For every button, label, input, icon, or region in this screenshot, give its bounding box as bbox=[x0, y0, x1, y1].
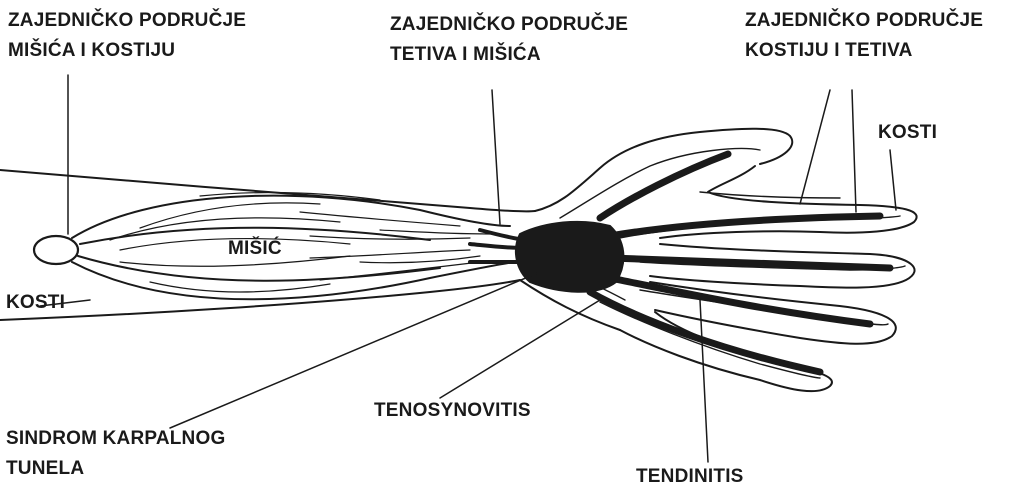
label-bones-right: KOSTI bbox=[878, 118, 937, 148]
label-bones-left: KOSTI bbox=[6, 288, 65, 318]
label-muscle-bone-junction-line1: ZAJEDNIČKO PODRUČJE bbox=[8, 6, 246, 36]
label-tendon-muscle-junction: ZAJEDNIČKO PODRUČJE TETIVA I MIŠIĆA bbox=[390, 10, 628, 70]
leader-bone-tendon-a bbox=[800, 90, 830, 204]
label-bone-tendon-junction-line2: KOSTIJU I TETIVA bbox=[745, 36, 983, 66]
label-tenosynovitis-text: TENOSYNOVITIS bbox=[374, 396, 531, 426]
leader-bone-tendon-b bbox=[852, 90, 856, 212]
label-carpal-tunnel-line1: SINDROM KARPALNOG bbox=[6, 424, 225, 454]
label-muscle-bone-junction-line2: MIŠIĆA I KOSTIJU bbox=[8, 36, 246, 66]
carpal-tunnel-mass bbox=[516, 222, 623, 292]
label-tendinitis: TENDINITIS bbox=[636, 462, 744, 492]
leader-tendinitis bbox=[700, 300, 708, 462]
label-muscle: MIŠIĆ bbox=[228, 234, 282, 264]
label-tenosynovitis: TENOSYNOVITIS bbox=[374, 396, 531, 426]
label-bone-tendon-junction: ZAJEDNIČKO PODRUČJE KOSTIJU I TETIVA bbox=[745, 6, 983, 66]
label-bone-tendon-junction-line1: ZAJEDNIČKO PODRUČJE bbox=[745, 6, 983, 36]
label-muscle-text: MIŠIĆ bbox=[228, 234, 282, 264]
leader-tenosynovitis bbox=[440, 300, 600, 398]
label-bones-right-text: KOSTI bbox=[878, 118, 937, 148]
label-muscle-bone-junction: ZAJEDNIČKO PODRUČJE MIŠIĆA I KOSTIJU bbox=[8, 6, 246, 66]
elbow-bone-end bbox=[34, 236, 78, 264]
label-carpal-tunnel-line2: TUNELA bbox=[6, 454, 225, 484]
label-tendinitis-text: TENDINITIS bbox=[636, 462, 744, 492]
leader-tendon-muscle bbox=[492, 90, 500, 224]
label-tendon-muscle-junction-line1: ZAJEDNIČKO PODRUČJE bbox=[390, 10, 628, 40]
label-tendon-muscle-junction-line2: TETIVA I MIŠIĆA bbox=[390, 40, 628, 70]
leader-bones-right bbox=[890, 150, 896, 210]
label-carpal-tunnel: SINDROM KARPALNOG TUNELA bbox=[6, 424, 225, 484]
tendons bbox=[590, 154, 890, 372]
label-bones-left-text: KOSTI bbox=[6, 288, 65, 318]
